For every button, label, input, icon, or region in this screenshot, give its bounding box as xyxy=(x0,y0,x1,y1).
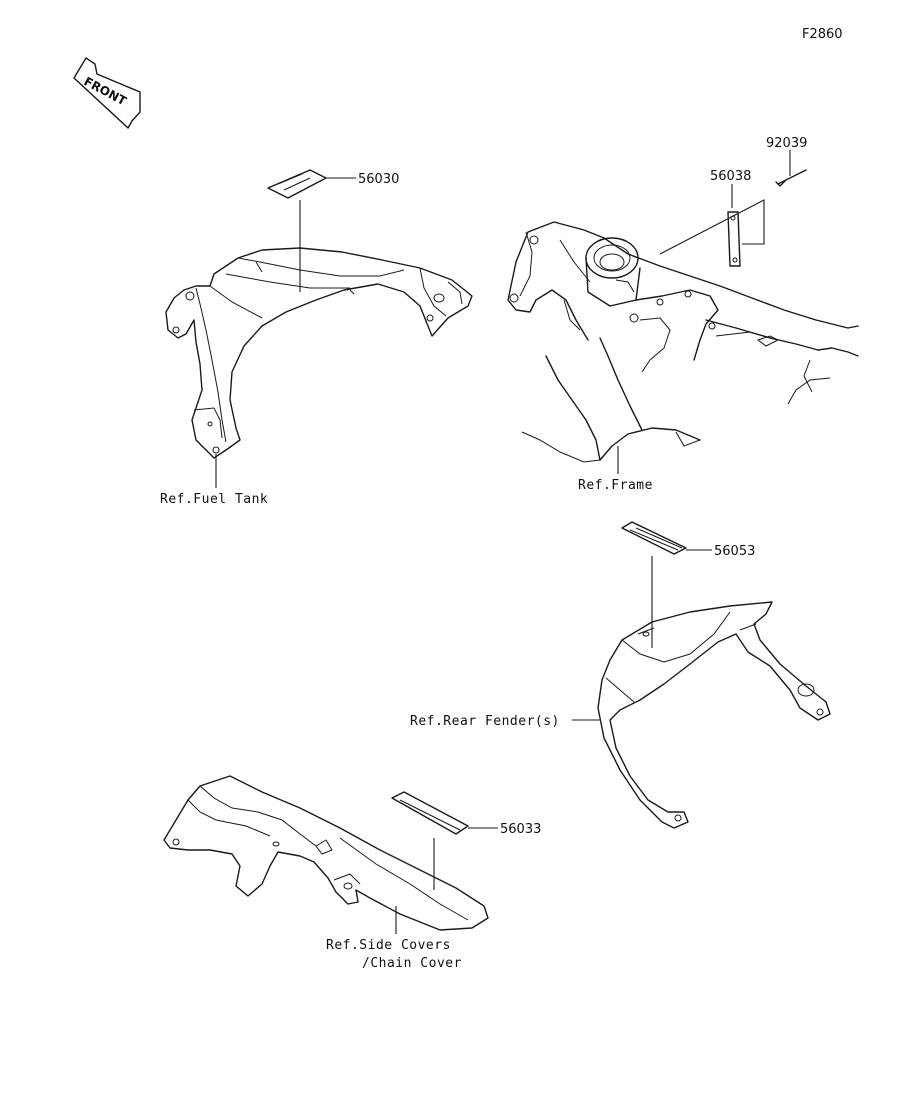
leader-56038-frame xyxy=(659,199,765,255)
part-number-92039: 92039 xyxy=(766,136,807,151)
label-sticker-56053 xyxy=(621,521,687,555)
frame-illustration xyxy=(507,221,859,463)
ref-side-covers: Ref.Side Covers xyxy=(326,938,451,953)
ref-rear-fender: Ref.Rear Fender(s) xyxy=(410,714,560,729)
part-number-56038: 56038 xyxy=(710,169,751,184)
part-number-56053: 56053 xyxy=(714,544,755,559)
label-sticker-56030 xyxy=(267,169,327,199)
figure-code: F2860 xyxy=(802,27,843,42)
ref-chain-cover: /Chain Cover xyxy=(362,956,462,971)
label-sticker-56033 xyxy=(391,791,469,835)
part-number-56030: 56030 xyxy=(358,172,399,187)
ref-frame: Ref.Frame xyxy=(578,478,653,493)
rivet-92039 xyxy=(775,169,807,187)
part-number-56033: 56033 xyxy=(500,822,541,837)
fuel-tank-cover-illustration xyxy=(165,247,473,459)
front-arrow-icon: FRONT xyxy=(73,57,141,129)
chain-cover-illustration xyxy=(163,775,489,931)
rear-fender-illustration xyxy=(597,601,831,829)
label-sticker-56038 xyxy=(727,211,741,267)
ref-fuel-tank: Ref.Fuel Tank xyxy=(160,492,268,507)
